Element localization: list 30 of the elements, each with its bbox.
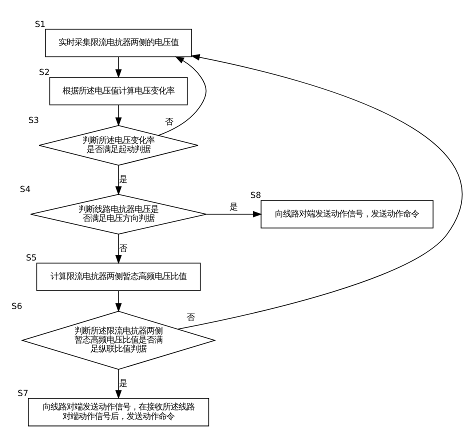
edge-label: 否: [186, 312, 195, 322]
node-label: S3: [28, 115, 40, 126]
arrow: [206, 211, 262, 218]
arrow: [115, 165, 122, 196]
arrow: [115, 290, 122, 312]
edge-label: 否: [119, 242, 128, 253]
edge-label: 是: [119, 174, 128, 184]
node-label: S8: [250, 190, 262, 200]
edge-label: 是: [230, 201, 238, 212]
node-diamond: 判断线路电抗器电压是否满足电压方向判据: [30, 194, 207, 234]
node-label: S5: [26, 252, 37, 263]
node-label: S1: [34, 18, 46, 29]
arrow: [115, 56, 122, 78]
node-box: 向线路对端发送动作信号，发送动作命令: [260, 200, 434, 228]
arrow: [158, 56, 206, 136]
arrow: [178, 54, 462, 330]
arrow: [115, 104, 122, 127]
arrow: [115, 234, 122, 264]
node-box: 计算限流电抗器两侧暂态高频电压比值: [36, 262, 201, 292]
node-box: 实时采集限流电抗器两侧的电压值: [45, 28, 192, 58]
node-diamond: 判断所述电压变化率是否满足起动判据: [38, 125, 198, 166]
edge-label: 是: [119, 378, 128, 388]
node-label: S4: [20, 184, 31, 194]
arrow: [115, 369, 122, 400]
node-box: 向线路对端发送动作信号，在接收所述线路对端动作信号后，发送动作命令: [28, 398, 210, 426]
node-label: S2: [39, 66, 50, 77]
node-box: 根据所述电压值计算电压变化率: [49, 77, 188, 106]
node-label: S6: [12, 300, 22, 311]
node-label: S7: [18, 388, 28, 398]
edge-label: 否: [164, 116, 173, 127]
